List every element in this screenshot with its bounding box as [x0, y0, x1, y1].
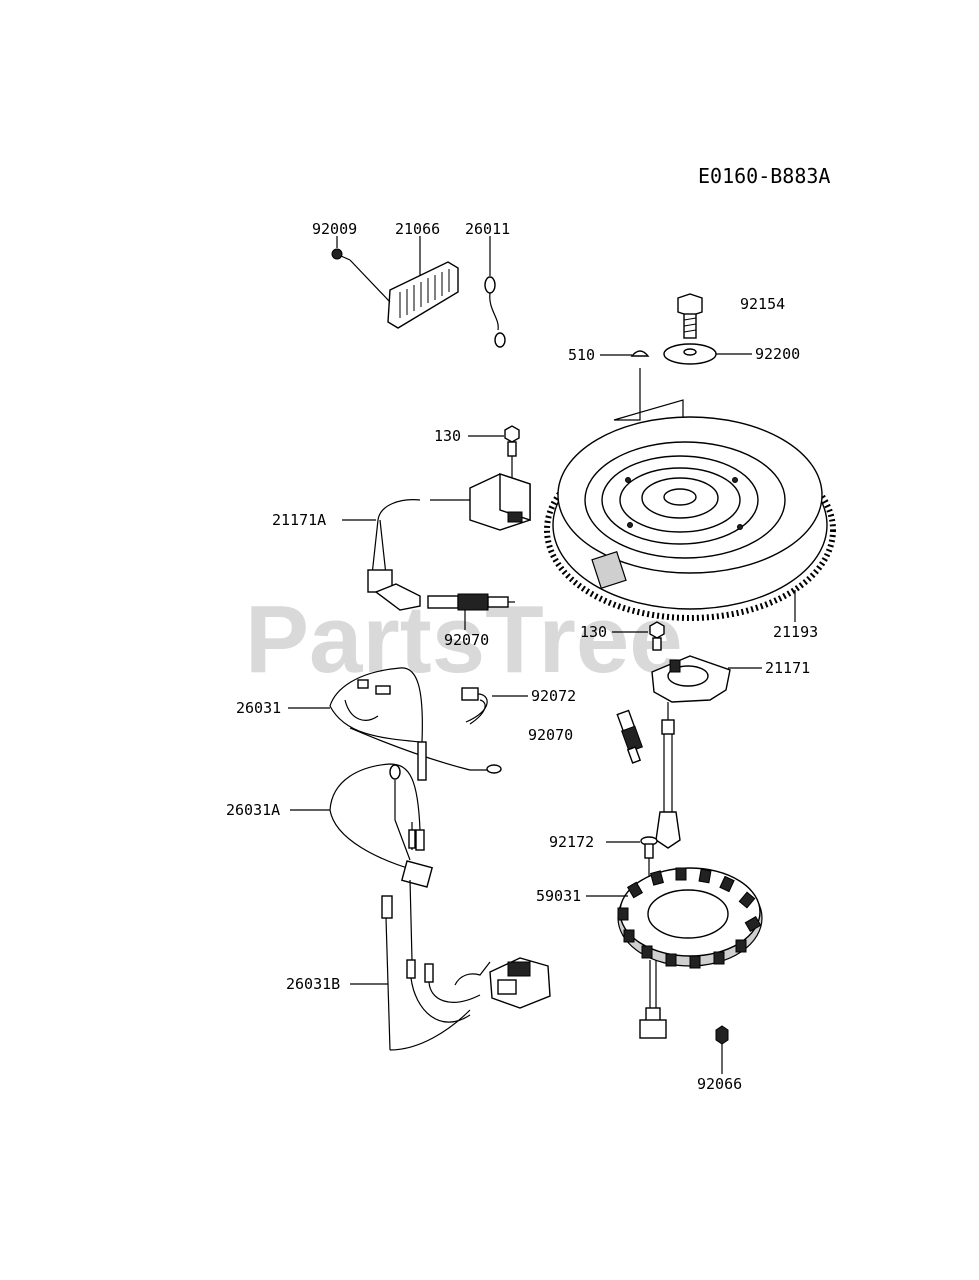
label-130-lower: 130	[580, 623, 607, 641]
flywheel-21193[interactable]	[544, 416, 836, 621]
label-92072: 92072	[531, 687, 576, 705]
ignition-coil-21171[interactable]	[651, 655, 731, 849]
label-21193: 21193	[773, 623, 818, 641]
label-92200: 92200	[755, 345, 800, 363]
label-92172: 92172	[549, 833, 594, 851]
bolt-92009[interactable]	[331, 248, 351, 261]
label-92154: 92154	[740, 295, 785, 313]
label-510: 510	[568, 346, 595, 364]
spark-plug-92070-upper[interactable]	[427, 593, 515, 611]
stator-59031[interactable]	[617, 867, 763, 1039]
diagram-code: E0160-B883A	[698, 164, 830, 188]
bolt-130-lower[interactable]	[649, 621, 665, 651]
label-92066: 92066	[697, 1075, 742, 1093]
harness-26031A[interactable]	[329, 763, 434, 888]
ignition-coil-21171A[interactable]	[367, 473, 531, 611]
label-21171: 21171	[765, 659, 810, 677]
label-21066: 21066	[395, 220, 440, 238]
leader-92009-b	[349, 259, 391, 303]
washer-92200[interactable]	[663, 343, 717, 365]
label-26031A: 26031A	[226, 801, 280, 819]
regulator-21066[interactable]	[387, 261, 459, 329]
label-92070-lower: 92070	[528, 726, 573, 744]
bolt-130-top[interactable]	[504, 425, 520, 457]
label-26011: 26011	[465, 220, 510, 238]
label-59031: 59031	[536, 887, 581, 905]
key-510[interactable]	[630, 350, 650, 357]
harness-26031[interactable]	[329, 667, 502, 781]
label-130-top: 130	[434, 427, 461, 445]
bolt-92154[interactable]	[677, 293, 703, 339]
label-26031: 26031	[236, 699, 281, 717]
bolt-92172[interactable]	[640, 836, 658, 859]
harness-26031B[interactable]	[381, 879, 551, 1051]
connector-92072[interactable]	[461, 687, 488, 725]
label-21171A: 21171A	[272, 511, 326, 529]
lead-26011[interactable]	[484, 276, 506, 348]
label-26031B: 26031B	[286, 975, 340, 993]
nut-92066[interactable]	[715, 1025, 729, 1045]
label-92009: 92009	[312, 220, 357, 238]
spark-plug-92070-lower[interactable]	[616, 709, 643, 764]
label-92070-upper: 92070	[444, 631, 489, 649]
